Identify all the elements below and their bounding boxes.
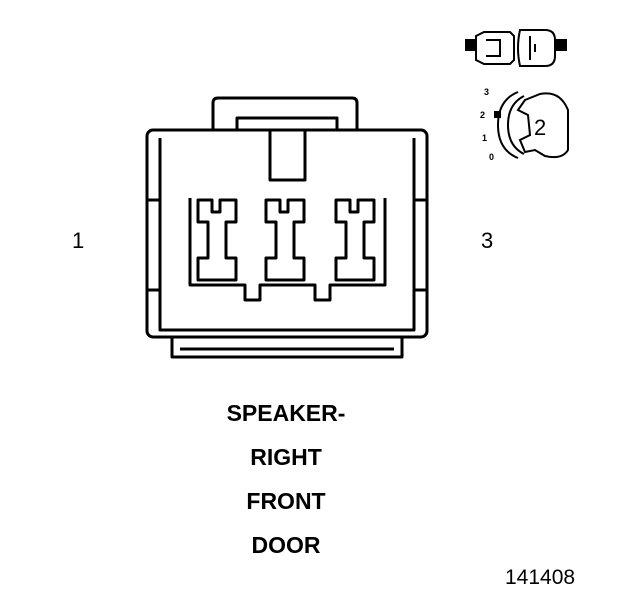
latch-inner [235,116,339,130]
connector-title-line-4: DOOR [251,532,321,558]
figure-code: 141408 [505,566,576,589]
connector-title-line-3: FRONT [246,488,326,514]
connector-latch [211,96,359,130]
connector-inner-outline [148,138,427,332]
terminal-cavity-1 [196,198,238,282]
dial-label-2: 2 [480,110,486,120]
orientation-value: 2 [534,115,547,140]
pin-label-left: 1 [72,228,85,253]
pin-label-right: 3 [481,228,494,253]
orientation-dial-icon [494,91,569,159]
connector-title-line-1: SPEAKER- [226,400,346,426]
connector-pair-icon [465,29,567,67]
terminal-cavity-3 [334,198,376,282]
dial-label-0: 0 [489,152,495,162]
terminal-cavity-2 [264,198,306,282]
dial-label-1: 1 [482,133,488,143]
cavity-frame [188,198,387,302]
dial-label-3: 3 [484,87,490,97]
connector-bottom-lip [170,337,404,359]
connector-title-line-2: RIGHT [250,444,322,470]
connector-housing [145,128,429,339]
latch-tab [268,130,307,182]
